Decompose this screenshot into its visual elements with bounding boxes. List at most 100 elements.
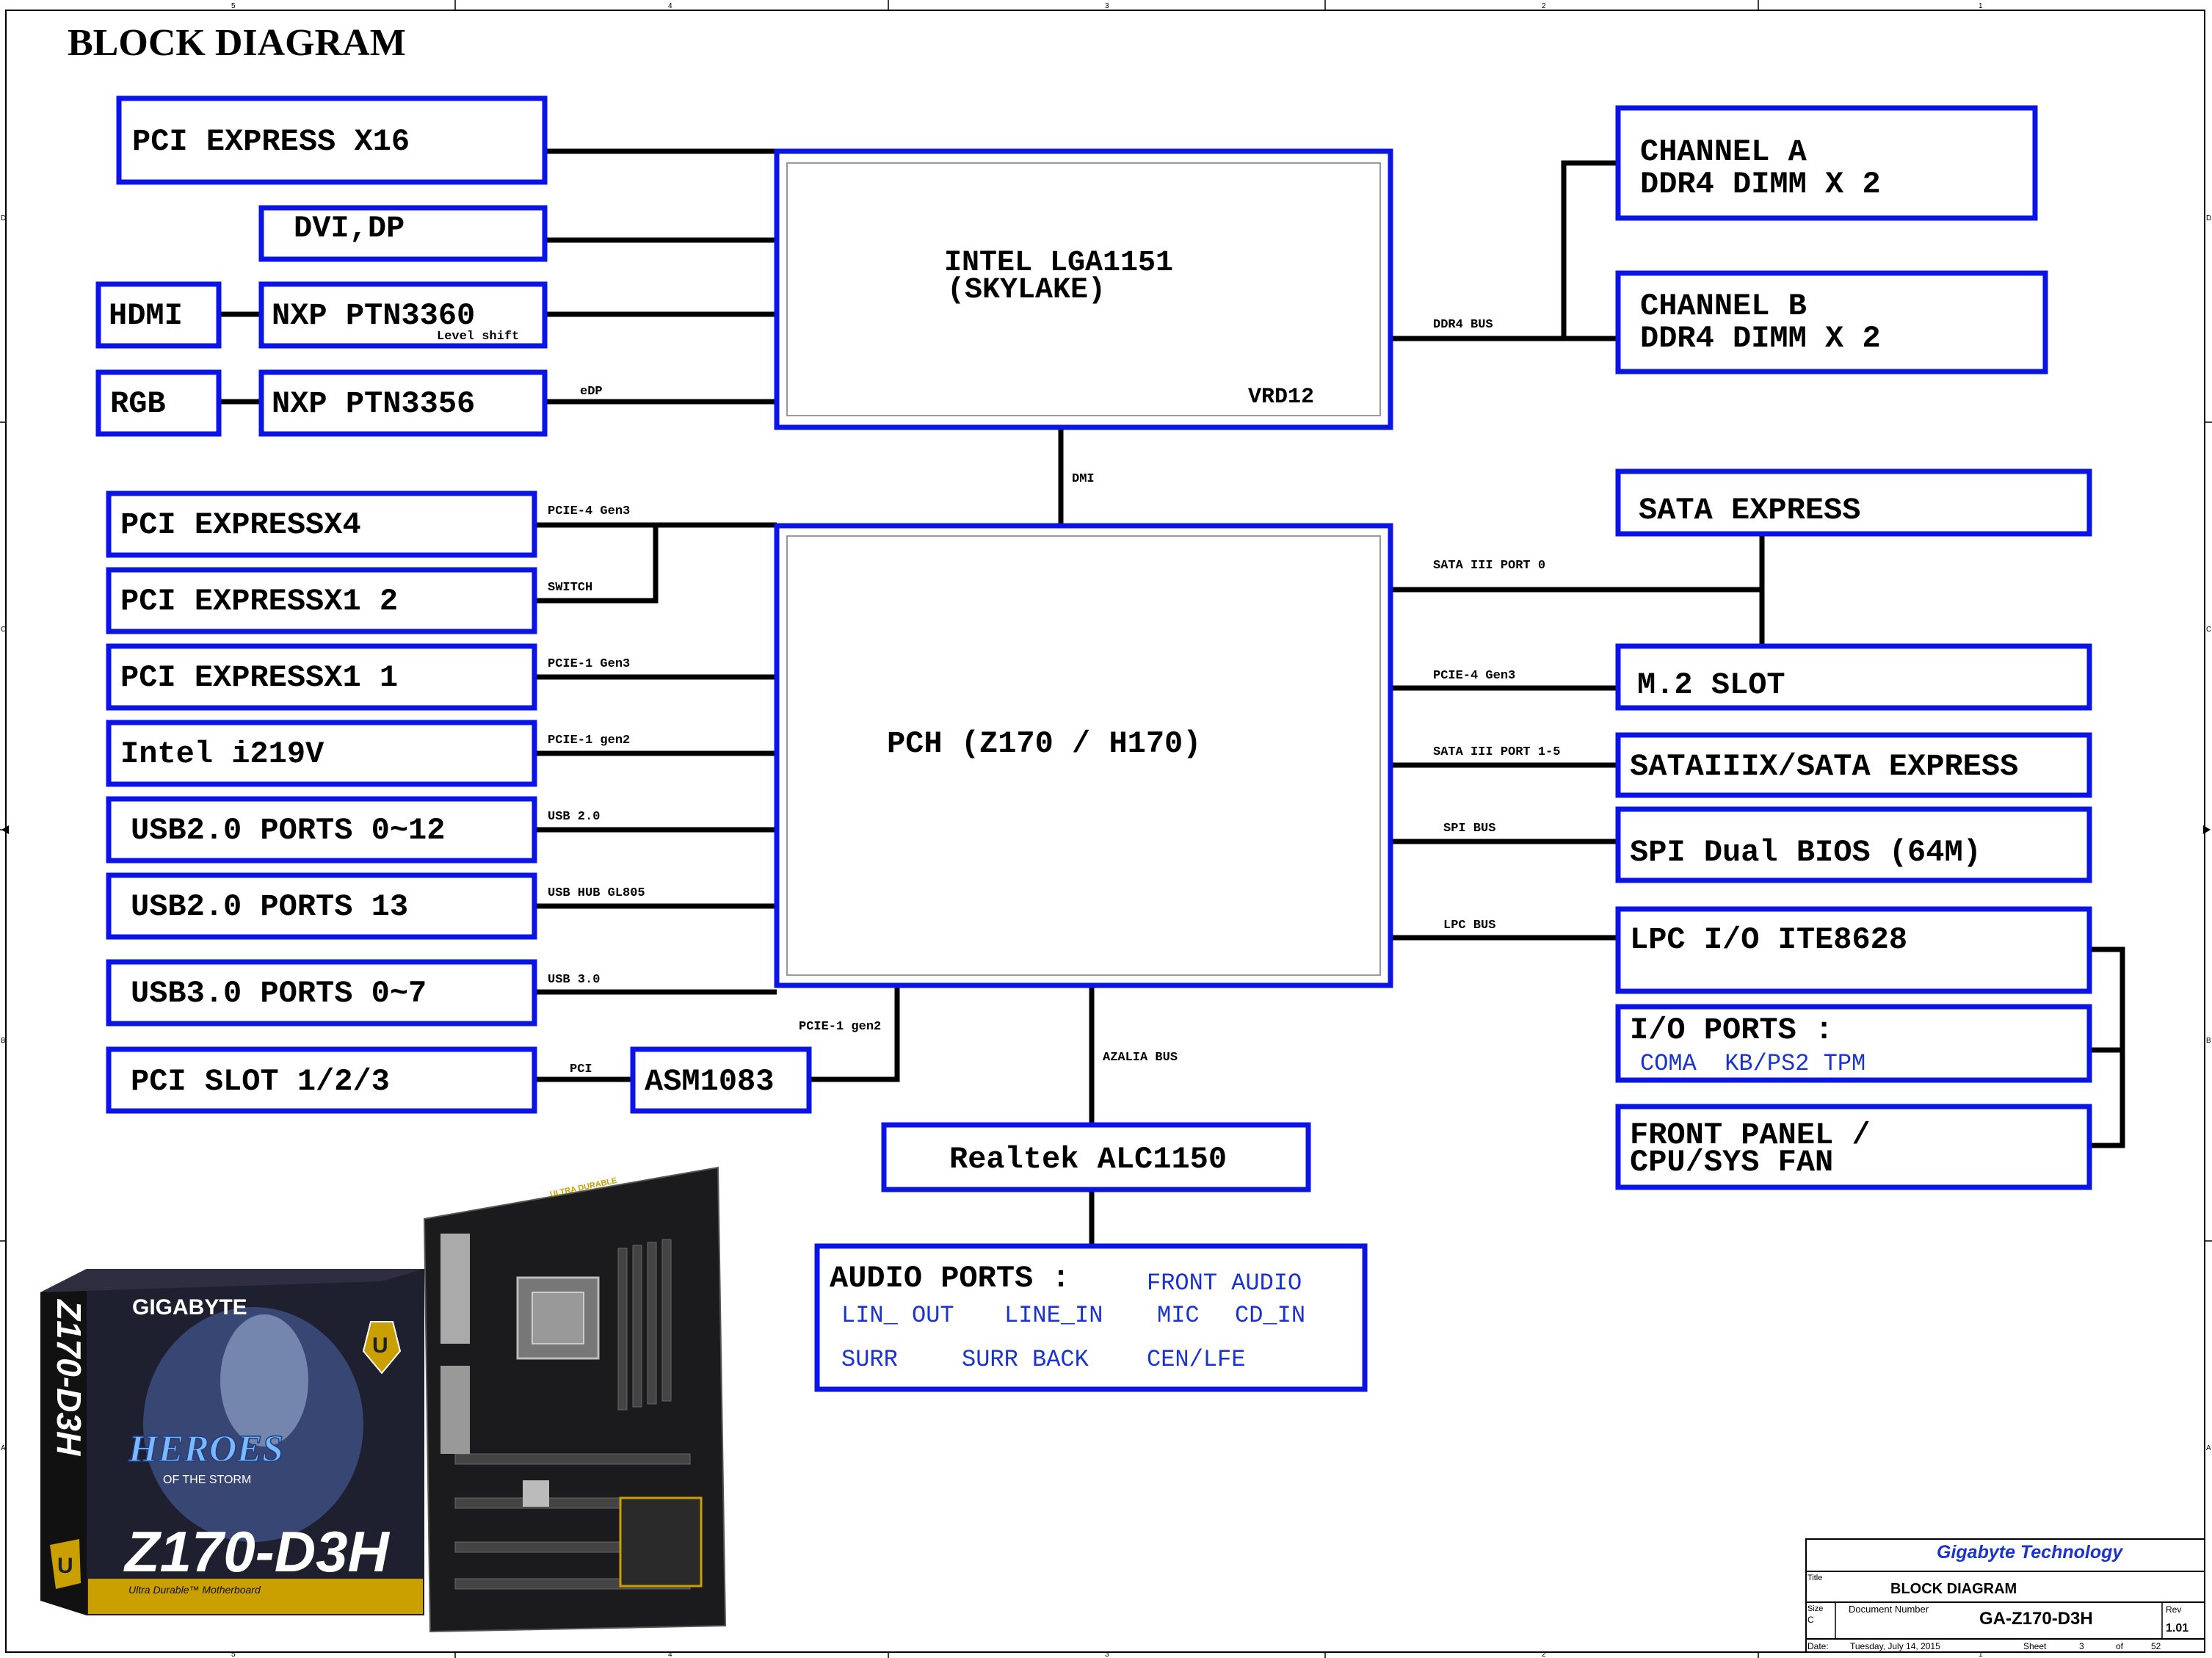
cpu-label-line2: (SKYLAKE) bbox=[947, 274, 1106, 307]
m2-slot-label: M.2 SLOT bbox=[1637, 667, 1785, 703]
sig-azalia: AZALIA BUS bbox=[1103, 1051, 1178, 1065]
io-ports-line2: COMA KB/PS2 TPM bbox=[1640, 1050, 1865, 1077]
pch-block-inner bbox=[786, 535, 1381, 976]
sig-edp: eDP bbox=[580, 385, 603, 399]
lan-block bbox=[106, 720, 537, 787]
front-panel-line1: FRONT PANEL / bbox=[1630, 1118, 1871, 1153]
box-tagline: Ultra Durable™ Motherboard bbox=[128, 1584, 261, 1596]
sig-switch: SWITCH bbox=[548, 581, 592, 595]
tb-size: C bbox=[1807, 1615, 1814, 1625]
tb-size-label: Size bbox=[1807, 1604, 1823, 1613]
cpu-label-line1: INTEL LGA1151 bbox=[944, 247, 1173, 280]
usb20-13-block bbox=[106, 872, 537, 940]
pcie-x1-2-label: PCI EXPRESSX1 2 bbox=[120, 584, 398, 619]
spi-bios-block bbox=[1615, 806, 2092, 883]
channel-a-block bbox=[1615, 105, 2038, 221]
sata-express-block bbox=[1615, 468, 2092, 537]
pcie-x4-label: PCI EXPRESSX4 bbox=[120, 507, 361, 543]
ptn3360-label: NXP PTN3360 bbox=[272, 298, 475, 333]
sig-pcie1-gen3: PCIE-1 Gen3 bbox=[548, 657, 630, 671]
cpu-vrd-label: VRD12 bbox=[1248, 385, 1314, 410]
audio-ports-block bbox=[814, 1243, 1368, 1392]
channel-b-line2: DDR4 DIMM X 2 bbox=[1640, 321, 1881, 356]
sig-usb20: USB 2.0 bbox=[548, 810, 600, 824]
channel-b-block bbox=[1615, 270, 2048, 374]
tb-of: 52 bbox=[2151, 1641, 2161, 1651]
m2-slot-block bbox=[1615, 643, 2092, 711]
border-left-d: D bbox=[1, 214, 6, 222]
sig-usb30: USB 3.0 bbox=[548, 973, 600, 987]
border-left-b: B bbox=[1, 1037, 6, 1045]
pcie-x16-block bbox=[116, 95, 548, 185]
audio-lin-out: LIN_ OUT bbox=[841, 1302, 954, 1329]
hdmi-label: HDMI bbox=[109, 298, 183, 333]
box-game-sub: OF THE STORM bbox=[163, 1474, 251, 1486]
audio-cd-in: CD_IN bbox=[1235, 1302, 1305, 1329]
sataiii-label: SATAIIIX/SATA EXPRESS bbox=[1630, 749, 2018, 784]
sig-pci: PCI bbox=[570, 1063, 592, 1076]
rgb-block bbox=[95, 369, 222, 437]
spi-bios-label: SPI Dual BIOS (64M) bbox=[1630, 835, 1981, 870]
tb-docnum-label: Document Number bbox=[1849, 1604, 1929, 1615]
border-right-c: C bbox=[2206, 626, 2211, 634]
sig-ddr4-bus: DDR4 BUS bbox=[1433, 318, 1493, 332]
sig-sata3-port0: SATA III PORT 0 bbox=[1433, 559, 1545, 573]
box-side-model: Z170-D3H bbox=[50, 1298, 88, 1456]
border-top-1: 1 bbox=[1979, 2, 1983, 10]
border-right-a: A bbox=[2206, 1444, 2211, 1452]
border-top-4: 4 bbox=[668, 2, 672, 10]
box-game: HEROES bbox=[128, 1428, 283, 1470]
tb-date-label: Date: bbox=[1807, 1641, 1829, 1651]
io-ports-block bbox=[1615, 1004, 2092, 1083]
sig-sata3-port15: SATA III PORT 1-5 bbox=[1433, 745, 1560, 759]
border-right-d: D bbox=[2206, 214, 2211, 222]
border-left-c: C bbox=[1, 626, 6, 634]
box-brand: GIGABYTE bbox=[132, 1295, 247, 1319]
channel-a-line2: DDR4 DIMM X 2 bbox=[1640, 167, 1881, 202]
product-box-image: GIGABYTE HEROES OF THE STORM Z170-D3H Ul… bbox=[40, 1166, 727, 1633]
box-model: Z170-D3H bbox=[123, 1519, 390, 1584]
ultra-durable-badge-icon: U bbox=[362, 1321, 402, 1375]
realtek-block bbox=[881, 1122, 1311, 1192]
border-bottom-4: 4 bbox=[668, 1651, 672, 1658]
sig-lpc-bus: LPC BUS bbox=[1443, 919, 1495, 933]
ptn3360-block bbox=[258, 281, 548, 349]
svg-text:U: U bbox=[57, 1554, 73, 1578]
channel-a-line1: CHANNEL A bbox=[1640, 134, 1807, 170]
rgb-label: RGB bbox=[110, 386, 166, 421]
sig-pcie1-gen2-asm: PCIE-1 gen2 bbox=[799, 1020, 881, 1034]
audio-mic: MIC bbox=[1157, 1302, 1200, 1329]
tb-title: BLOCK DIAGRAM bbox=[1890, 1581, 2017, 1597]
border-bottom-1: 1 bbox=[1979, 1651, 1983, 1658]
retail-box-side bbox=[40, 1269, 87, 1615]
asm1083-block bbox=[630, 1046, 812, 1114]
tb-company: Gigabyte Technology bbox=[1937, 1542, 2123, 1563]
sig-pcie4-gen3-m2: PCIE-4 Gen3 bbox=[1433, 669, 1515, 683]
audio-line-in: LINE_IN bbox=[1004, 1302, 1103, 1329]
front-panel-line2: CPU/SYS FAN bbox=[1630, 1145, 1833, 1180]
tb-docnum: GA-Z170-D3H bbox=[1979, 1609, 2093, 1629]
lpc-io-label: LPC I/O ITE8628 bbox=[1630, 922, 1907, 957]
sata-express-label: SATA EXPRESS bbox=[1639, 493, 1860, 528]
page-title: BLOCK DIAGRAM bbox=[68, 22, 406, 64]
tb-rev: 1.01 bbox=[2166, 1622, 2189, 1635]
shield-badge-icon: U bbox=[50, 1539, 81, 1589]
tb-of-label: of bbox=[2116, 1641, 2124, 1651]
ptn3360-note: Level shift bbox=[437, 330, 519, 344]
usb30-label: USB3.0 PORTS 0~7 bbox=[131, 976, 427, 1011]
tb-rev-label: Rev bbox=[2166, 1604, 2181, 1615]
retail-box-top bbox=[40, 1269, 424, 1292]
pcie-x1-1-block bbox=[106, 643, 537, 711]
channel-b-line1: CHANNEL B bbox=[1640, 289, 1807, 324]
pci-slot-block bbox=[106, 1046, 537, 1114]
ptn3356-block bbox=[258, 369, 548, 437]
audio-front: FRONT AUDIO bbox=[1147, 1270, 1302, 1297]
sataiii-block bbox=[1615, 732, 2092, 798]
dvi-dp-label: DVI,DP bbox=[294, 211, 405, 246]
border-left-a: A bbox=[1, 1444, 6, 1452]
tb-sheet: 3 bbox=[2079, 1641, 2084, 1651]
audio-surr: SURR bbox=[841, 1346, 898, 1373]
pch-label: PCH (Z170 / H170) bbox=[887, 726, 1201, 761]
tb-sheet-label: Sheet bbox=[2023, 1641, 2047, 1651]
border-top-3: 3 bbox=[1105, 2, 1109, 10]
